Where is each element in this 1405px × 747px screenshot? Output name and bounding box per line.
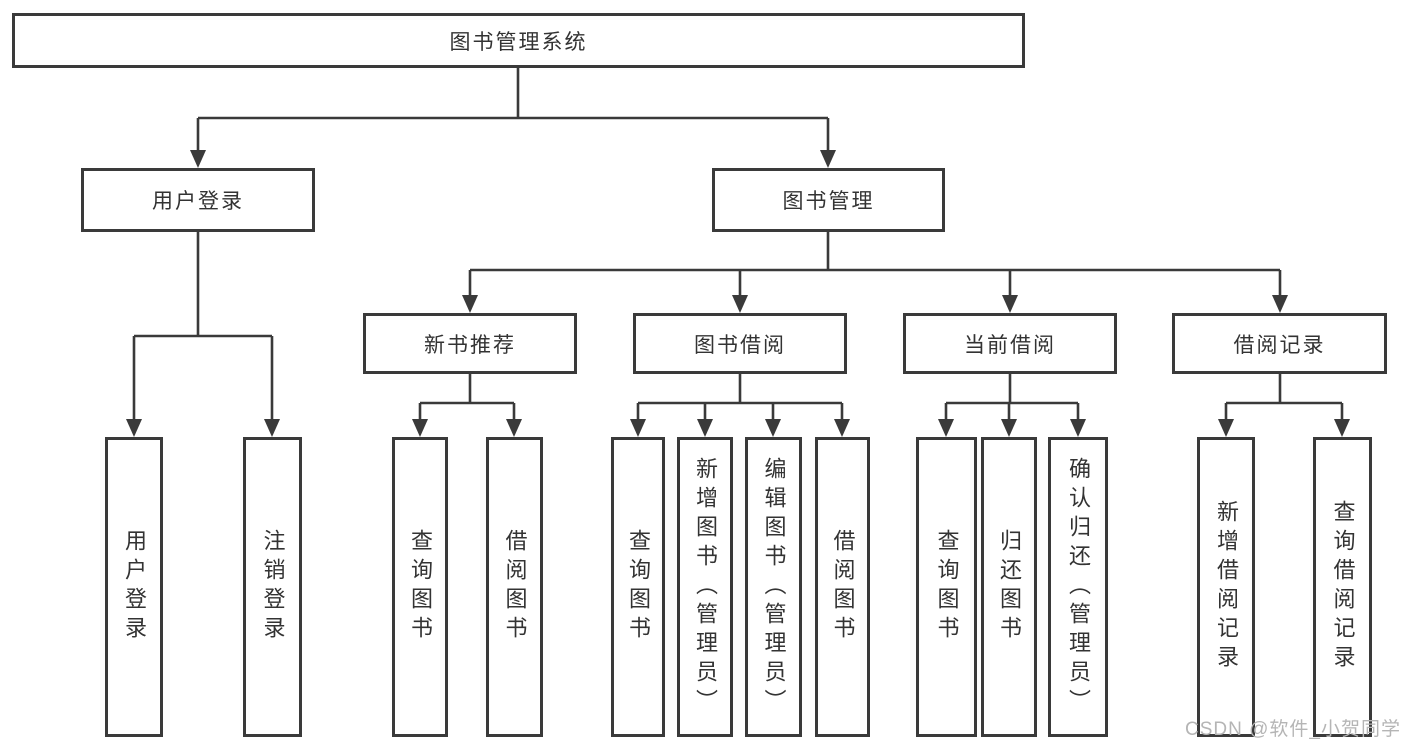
node-current-borrow-label: 当前借阅: [964, 333, 1056, 357]
node-borrow-records: 借阅记录: [1172, 313, 1387, 374]
leaf-query-borrow-record: 查询借阅记录: [1313, 437, 1372, 737]
node-current-borrow: 当前借阅: [903, 313, 1117, 374]
root-box-library-system: 图书管理系统: [12, 13, 1025, 68]
leaf-logout: 注销登录: [243, 437, 302, 737]
csdn-watermark: CSDN @软件_小贺同学: [1185, 719, 1401, 740]
node-new-book-recommend: 新书推荐: [363, 313, 577, 374]
leaf-add-borrow-record-label: 新增借阅记录: [1214, 500, 1239, 674]
leaf-borrow-books-recommend: 借阅图书: [486, 437, 543, 737]
leaf-edit-book-admin: 编辑图书（管理员）: [745, 437, 802, 737]
leaf-borrow-books-recommend-label: 借阅图书: [502, 529, 528, 645]
leaf-query-books-borrow: 查询图书: [611, 437, 665, 737]
branch-book-management-label: 图书管理: [782, 190, 875, 213]
leaf-query-books-current-label: 查询图书: [934, 529, 960, 645]
leaf-add-book-admin-label: 新增图书（管理员）: [693, 456, 718, 718]
root-label: 图书管理系统: [449, 30, 588, 54]
node-book-borrow-label: 图书借阅: [694, 333, 786, 357]
leaf-confirm-return-admin-label: 确认归还（管理员）: [1066, 456, 1091, 718]
leaf-user-login-label: 用户登录: [122, 529, 147, 645]
leaf-return-book-label: 归还图书: [997, 529, 1022, 645]
leaf-confirm-return-admin: 确认归还（管理员）: [1048, 437, 1108, 737]
leaf-query-books-borrow-label: 查询图书: [626, 529, 651, 645]
leaf-query-books-current: 查询图书: [916, 437, 977, 737]
node-borrow-records-label: 借阅记录: [1233, 333, 1326, 357]
leaf-query-borrow-record-label: 查询借阅记录: [1330, 500, 1356, 674]
leaf-borrow-books: 借阅图书: [815, 437, 870, 737]
node-book-borrow: 图书借阅: [633, 313, 847, 374]
node-new-book-recommend-label: 新书推荐: [424, 333, 516, 357]
branch-book-management: 图书管理: [712, 168, 945, 232]
leaf-user-login: 用户登录: [105, 437, 163, 737]
arrowhead-icons: [126, 150, 1350, 437]
leaf-query-books-recommend: 查询图书: [392, 437, 448, 737]
leaf-borrow-books-label: 借阅图书: [830, 529, 856, 645]
leaf-query-books-recommend-label: 查询图书: [408, 529, 433, 645]
leaf-logout-label: 注销登录: [260, 529, 286, 645]
branch-user-login-label: 用户登录: [152, 190, 244, 213]
branch-user-login: 用户登录: [81, 168, 315, 232]
leaf-add-borrow-record: 新增借阅记录: [1197, 437, 1255, 737]
leaf-add-book-admin: 新增图书（管理员）: [677, 437, 733, 737]
leaf-edit-book-admin-label: 编辑图书（管理员）: [761, 456, 787, 718]
leaf-return-book: 归还图书: [981, 437, 1037, 737]
